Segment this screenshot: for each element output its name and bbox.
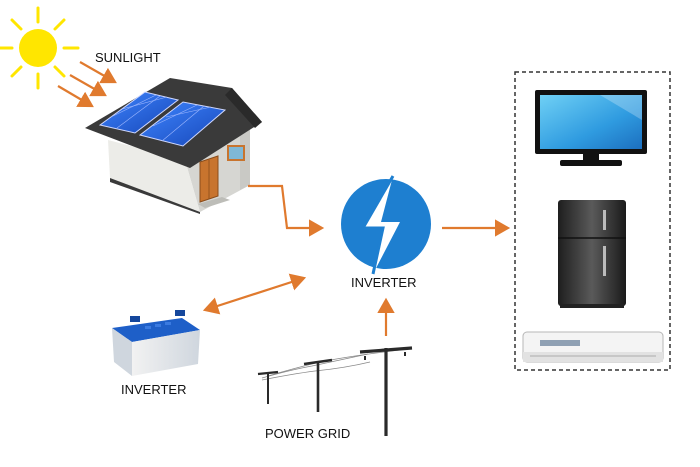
- power-grid-label: POWER GRID: [265, 426, 350, 441]
- sun-icon: [0, 6, 80, 90]
- house-solar-icon: [85, 78, 262, 214]
- inverter-bolt-icon: [341, 175, 431, 275]
- appliance-group-box: [514, 71, 671, 371]
- arrow-battery-inverter: [202, 273, 307, 315]
- power-pole-icon: [257, 346, 413, 436]
- tv-icon: [535, 90, 647, 166]
- battery-icon: [112, 310, 200, 376]
- arrow-house-to-inverter: [248, 184, 325, 237]
- inverter-battery-label: INVERTER: [121, 382, 187, 397]
- sunray-arrows: [57, 61, 117, 108]
- inverter-center-label: INVERTER: [351, 275, 417, 290]
- fridge-icon: [558, 200, 626, 308]
- air-conditioner-icon: [522, 331, 664, 363]
- sunlight-label: SUNLIGHT: [95, 50, 161, 65]
